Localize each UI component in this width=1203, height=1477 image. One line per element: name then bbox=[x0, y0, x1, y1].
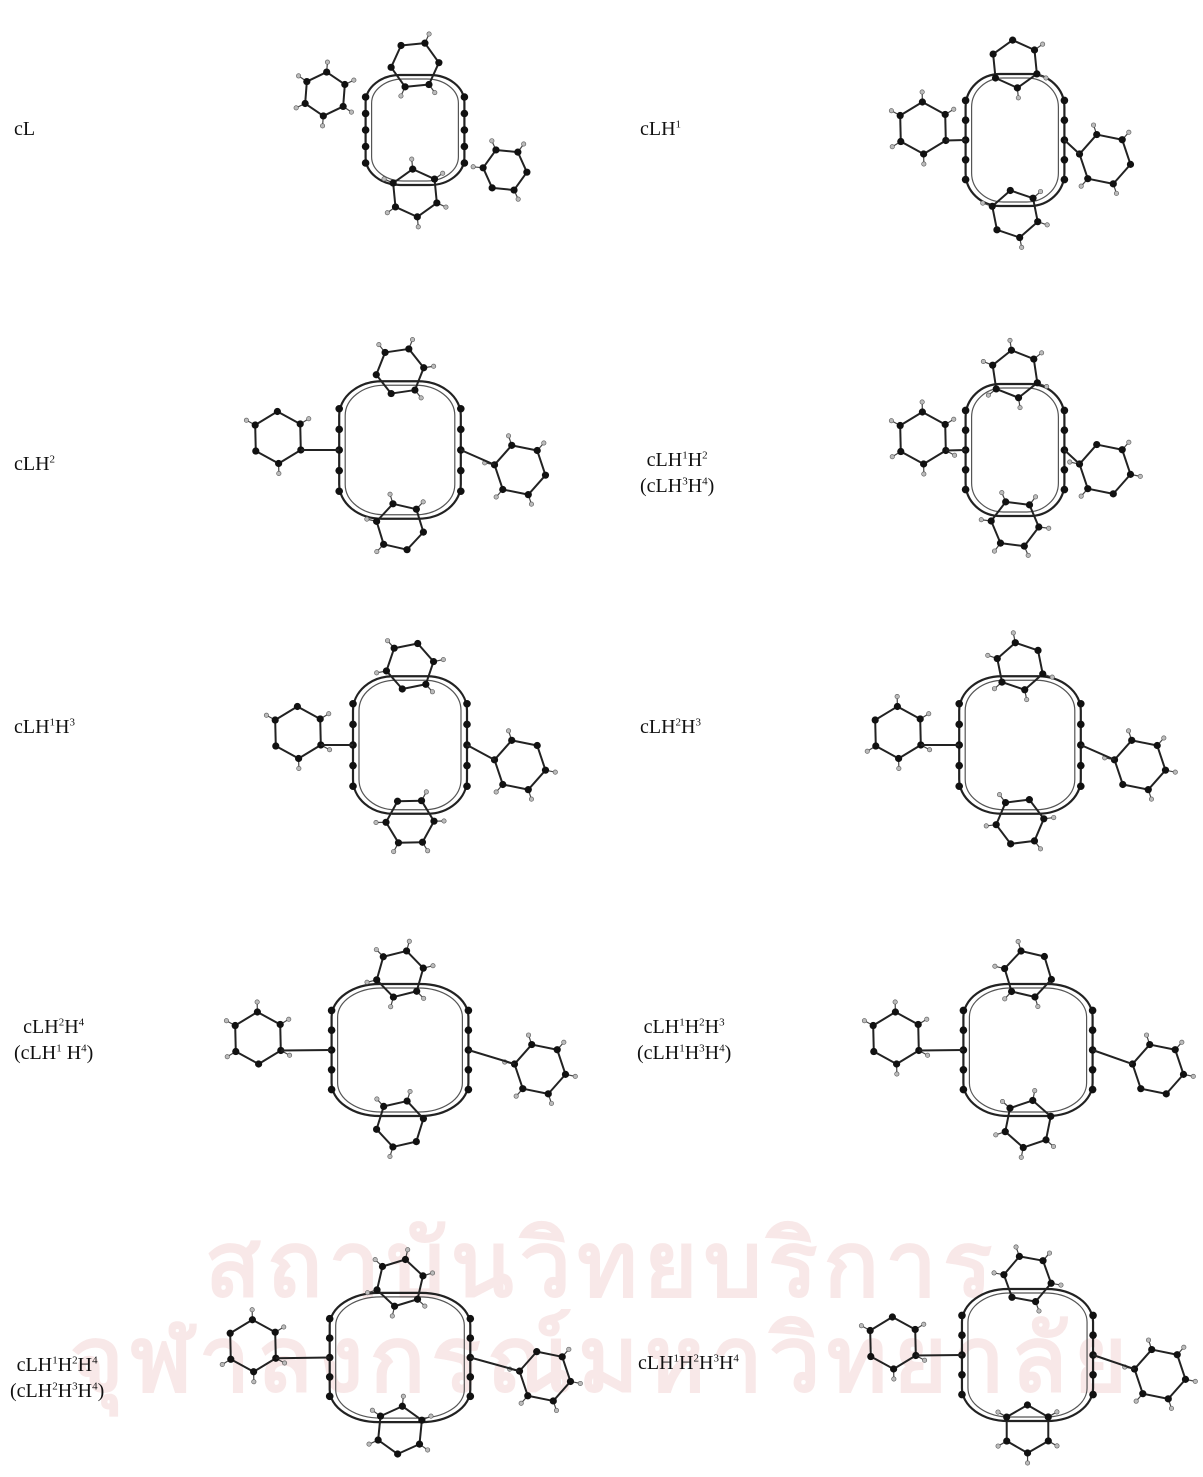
label-text: H bbox=[687, 449, 703, 471]
label-text: cLH bbox=[638, 1352, 674, 1374]
label-superscript: 1 bbox=[56, 1042, 62, 1055]
label-text: (cLH bbox=[10, 1380, 53, 1402]
molecule-structure-cLH2H3 bbox=[864, 630, 1178, 852]
label-superscript: 4 bbox=[78, 1016, 85, 1029]
label-text: cLH bbox=[16, 1354, 53, 1376]
label-superscript: 4 bbox=[733, 1352, 739, 1365]
label-line: cLH1H2H3H4 bbox=[638, 1350, 739, 1376]
structure-label-cLH2H4: cLH2H4(cLH1 H4) bbox=[14, 1014, 93, 1066]
label-line: (cLH1H3H4) bbox=[637, 1040, 731, 1066]
label-text: H bbox=[64, 1016, 79, 1038]
structure-label-cLH1H2H3: cLH1H2H3(cLH1H3H4) bbox=[637, 1014, 731, 1066]
structure-label-cLH1H3: cLH1H3 bbox=[14, 714, 75, 740]
label-text: cLH bbox=[643, 1016, 680, 1038]
label-text: ) bbox=[86, 1042, 94, 1064]
structure-label-cLH1H2: cLH1H2(cLH3H4) bbox=[640, 447, 714, 499]
label-superscript: 3 bbox=[713, 1352, 719, 1365]
label-superscript: 3 bbox=[682, 475, 688, 488]
label-line: cLH2 bbox=[14, 451, 55, 477]
label-text: (cLH bbox=[637, 1042, 680, 1064]
structure-label-cLH2H3: cLH2H3 bbox=[640, 714, 701, 740]
structure-label-cLH1H2H4: cLH1H2H4(cLH2H3H4) bbox=[10, 1352, 104, 1404]
label-line: cL bbox=[14, 116, 35, 142]
label-text: ) bbox=[707, 475, 715, 497]
molecule-structure-cLH1H2 bbox=[888, 337, 1143, 558]
label-superscript: 4 bbox=[719, 1042, 725, 1055]
label-line: cLH2H3 bbox=[640, 714, 701, 740]
label-superscript: 2 bbox=[49, 453, 56, 466]
label-text: H bbox=[718, 1352, 734, 1374]
label-text: ) bbox=[724, 1042, 732, 1064]
label-superscript: 2 bbox=[693, 1352, 700, 1365]
structure-label-cLH1H2H3H4: cLH1H2H3H4 bbox=[638, 1350, 739, 1376]
label-superscript: 4 bbox=[92, 1354, 98, 1367]
label-text: (cLH bbox=[14, 1042, 57, 1064]
label-line: cLH1H3 bbox=[14, 714, 75, 740]
label-superscript: 3 bbox=[69, 716, 76, 729]
label-text: H bbox=[699, 1352, 714, 1374]
molecule-structure-cL bbox=[293, 31, 531, 230]
label-text: H bbox=[61, 1042, 82, 1064]
label-superscript: 3 bbox=[719, 1016, 725, 1029]
label-text: H bbox=[687, 475, 703, 497]
label-text: H bbox=[679, 1352, 694, 1374]
label-line: (cLH3H4) bbox=[640, 473, 714, 499]
molecule-structure-cLH2H4 bbox=[223, 938, 578, 1159]
label-text: H bbox=[681, 716, 696, 738]
label-superscript: 1 bbox=[49, 716, 56, 729]
label-text: cLH bbox=[640, 118, 676, 140]
label-line: cLH2H4 bbox=[14, 1014, 93, 1040]
label-superscript: 2 bbox=[702, 449, 708, 462]
label-text: H bbox=[57, 1354, 73, 1376]
label-superscript: 2 bbox=[675, 716, 682, 729]
label-superscript: 3 bbox=[699, 1042, 705, 1055]
label-superscript: 2 bbox=[52, 1380, 58, 1393]
label-superscript: 1 bbox=[679, 1042, 685, 1055]
label-superscript: 1 bbox=[52, 1354, 58, 1367]
label-text: H bbox=[77, 1380, 93, 1402]
molecule-structure-cLH1 bbox=[888, 36, 1135, 250]
label-line: cLH1H2H3 bbox=[637, 1014, 731, 1040]
structure-label-cLH1: cLH1 bbox=[640, 116, 681, 142]
molecule-structure-cLH1H2H3 bbox=[861, 938, 1196, 1160]
label-line: (cLH1 H4) bbox=[14, 1040, 93, 1066]
label-line: cLH1 bbox=[640, 116, 681, 142]
label-text: cLH bbox=[23, 1016, 59, 1038]
label-superscript: 4 bbox=[92, 1380, 98, 1393]
label-superscript: 3 bbox=[72, 1380, 78, 1393]
molecule-structure-cLH1H2H3H4 bbox=[858, 1244, 1198, 1466]
label-text: cLH bbox=[14, 453, 50, 475]
label-superscript: 2 bbox=[699, 1016, 705, 1029]
label-text: cLH bbox=[646, 449, 683, 471]
label-text: cL bbox=[14, 118, 36, 140]
molecule-structure-cLH2 bbox=[243, 337, 550, 555]
label-text: H bbox=[684, 1016, 700, 1038]
label-text: H bbox=[77, 1354, 93, 1376]
label-superscript: 4 bbox=[81, 1042, 87, 1055]
label-line: (cLH2H3H4) bbox=[10, 1378, 104, 1404]
label-text: cLH bbox=[14, 716, 50, 738]
label-text: H bbox=[704, 1042, 720, 1064]
label-superscript: 1 bbox=[675, 118, 682, 131]
label-superscript: 1 bbox=[682, 449, 688, 462]
structure-label-cL: cL bbox=[14, 116, 35, 142]
molecule-structure-cLH1H2H4 bbox=[219, 1247, 583, 1458]
label-superscript: 4 bbox=[702, 475, 708, 488]
label-text: H bbox=[55, 716, 70, 738]
label-text: H bbox=[57, 1380, 73, 1402]
label-superscript: 3 bbox=[695, 716, 702, 729]
molecule-structure-cLH1H3 bbox=[263, 638, 558, 855]
label-text: (cLH bbox=[640, 475, 683, 497]
label-line: cLH1H2 bbox=[640, 447, 714, 473]
structure-label-cLH2: cLH2 bbox=[14, 451, 55, 477]
label-text: H bbox=[684, 1042, 700, 1064]
label-text: cLH bbox=[640, 716, 676, 738]
label-text: H bbox=[704, 1016, 720, 1038]
label-superscript: 1 bbox=[679, 1016, 685, 1029]
label-line: cLH1H2H4 bbox=[10, 1352, 104, 1378]
label-superscript: 1 bbox=[673, 1352, 680, 1365]
label-text: ) bbox=[97, 1380, 105, 1402]
label-superscript: 2 bbox=[72, 1354, 78, 1367]
label-superscript: 2 bbox=[58, 1016, 65, 1029]
